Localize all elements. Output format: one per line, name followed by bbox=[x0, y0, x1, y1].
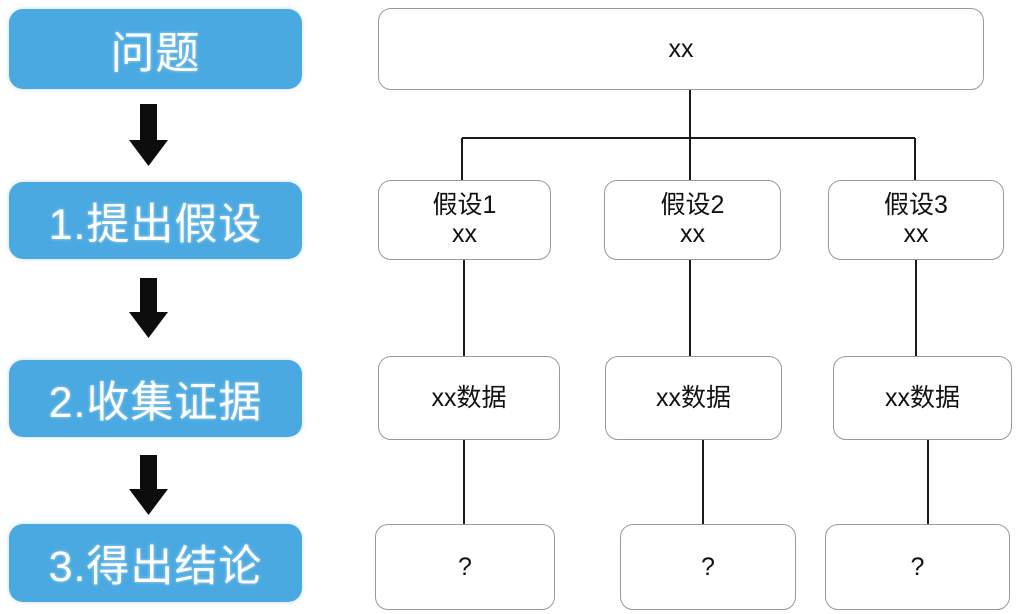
tree-node-hypothesis-1[interactable]: 假设1 xx bbox=[378, 180, 551, 260]
tree-node-hypothesis-3[interactable]: 假设3 xx bbox=[828, 180, 1004, 260]
tree-node-label: xx数据 bbox=[655, 383, 731, 412]
tree-node-conclusion-3[interactable]: ? bbox=[825, 524, 1010, 610]
tree-node-label: ? bbox=[458, 552, 472, 581]
flow-step-conclusion[interactable]: 3.得出结论 bbox=[9, 524, 302, 602]
arrow-down-icon-3 bbox=[129, 455, 168, 515]
arrow-down-icon-2 bbox=[129, 278, 168, 338]
tree-node-evidence-1[interactable]: xx数据 bbox=[378, 356, 560, 440]
tree-node-evidence-2[interactable]: xx数据 bbox=[605, 356, 782, 440]
flow-step-label: 问题 bbox=[110, 29, 201, 78]
tree-node-hypothesis-2[interactable]: 假设2 xx bbox=[604, 180, 781, 260]
tree-node-title: 假设3 bbox=[884, 191, 948, 220]
flow-step-label: 3.得出结论 bbox=[48, 543, 263, 591]
tree-node-root[interactable]: xx bbox=[378, 8, 984, 90]
tree-node-subtitle: xx bbox=[903, 220, 929, 248]
flow-step-problem[interactable]: 问题 bbox=[9, 9, 302, 89]
tree-node-conclusion-2[interactable]: ? bbox=[620, 524, 796, 610]
flow-step-label: 2.收集证据 bbox=[48, 378, 263, 427]
tree-node-label: ? bbox=[701, 552, 715, 581]
tree-node-label: xx数据 bbox=[431, 383, 507, 412]
tree-node-evidence-3[interactable]: xx数据 bbox=[833, 356, 1012, 440]
tree-node-title: 假设1 bbox=[432, 191, 497, 220]
tree-node-subtitle: xx bbox=[452, 220, 477, 248]
flow-step-hypothesis[interactable]: 1.提出假设 bbox=[9, 182, 302, 259]
tree-node-label: xx bbox=[668, 34, 694, 63]
tree-node-subtitle: xx bbox=[680, 220, 705, 248]
tree-node-label: xx数据 bbox=[884, 383, 960, 412]
flow-step-label: 1.提出假设 bbox=[48, 200, 263, 249]
flow-step-evidence[interactable]: 2.收集证据 bbox=[9, 360, 302, 437]
tree-node-label: ? bbox=[910, 552, 925, 581]
tree-node-conclusion-1[interactable]: ? bbox=[375, 524, 555, 610]
arrow-down-icon-1 bbox=[129, 104, 168, 166]
tree-node-title: 假设2 bbox=[660, 191, 725, 220]
